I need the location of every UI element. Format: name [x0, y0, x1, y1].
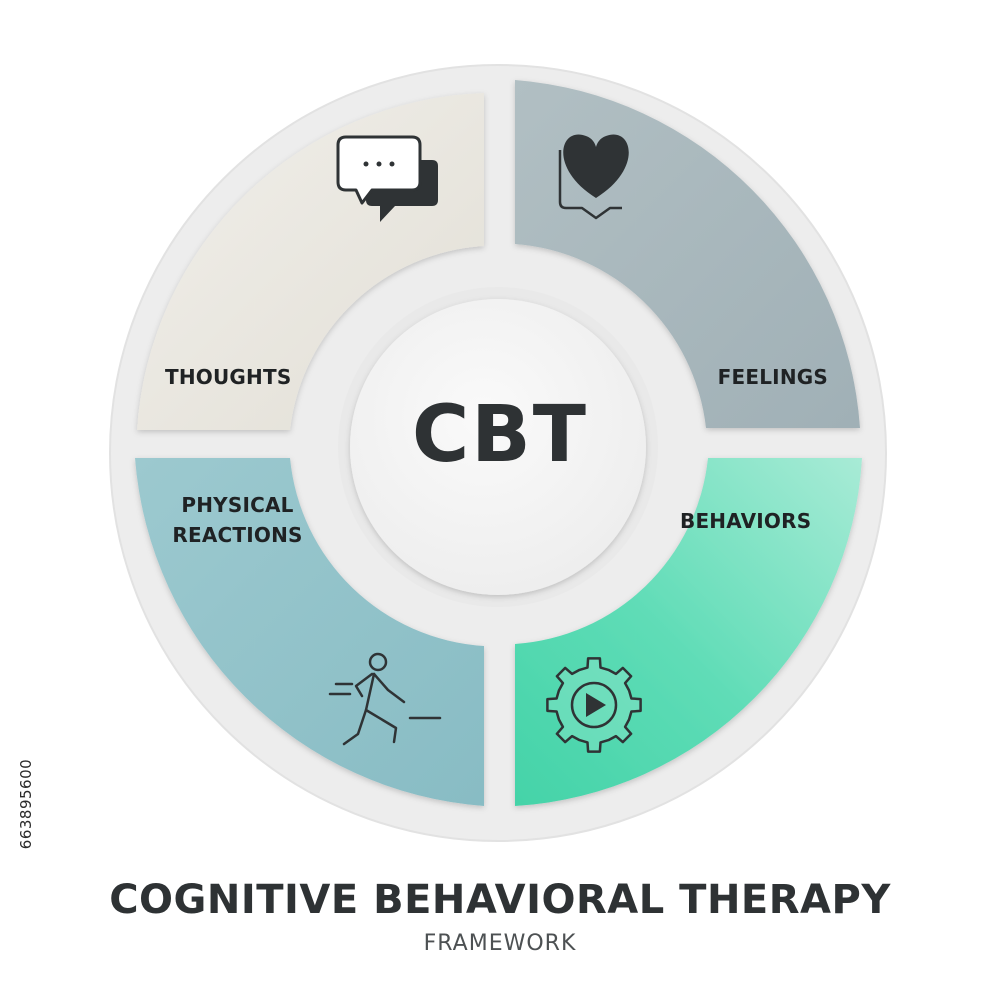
label-thoughts: THOUGHTS — [165, 365, 292, 389]
center-label: CBT — [412, 390, 588, 480]
quadrant-behaviors — [515, 458, 862, 806]
gear-play-icon — [546, 657, 642, 753]
heart-icon — [558, 134, 629, 220]
speech-bubbles-icon — [336, 135, 438, 222]
label-physical-reactions: PHYSICAL REACTIONS — [172, 493, 303, 547]
running-person-icon — [328, 652, 442, 746]
main-title: COGNITIVE BEHAVIORAL THERAPY — [109, 877, 891, 923]
label-feelings: FEELINGS — [717, 365, 828, 389]
stock-id: 663895600 — [17, 758, 35, 850]
center-disc — [350, 299, 646, 595]
label-behaviors: BEHAVIORS — [680, 509, 812, 533]
subtitle: FRAMEWORK — [423, 931, 577, 956]
quadrant-physical-reactions — [135, 458, 484, 806]
